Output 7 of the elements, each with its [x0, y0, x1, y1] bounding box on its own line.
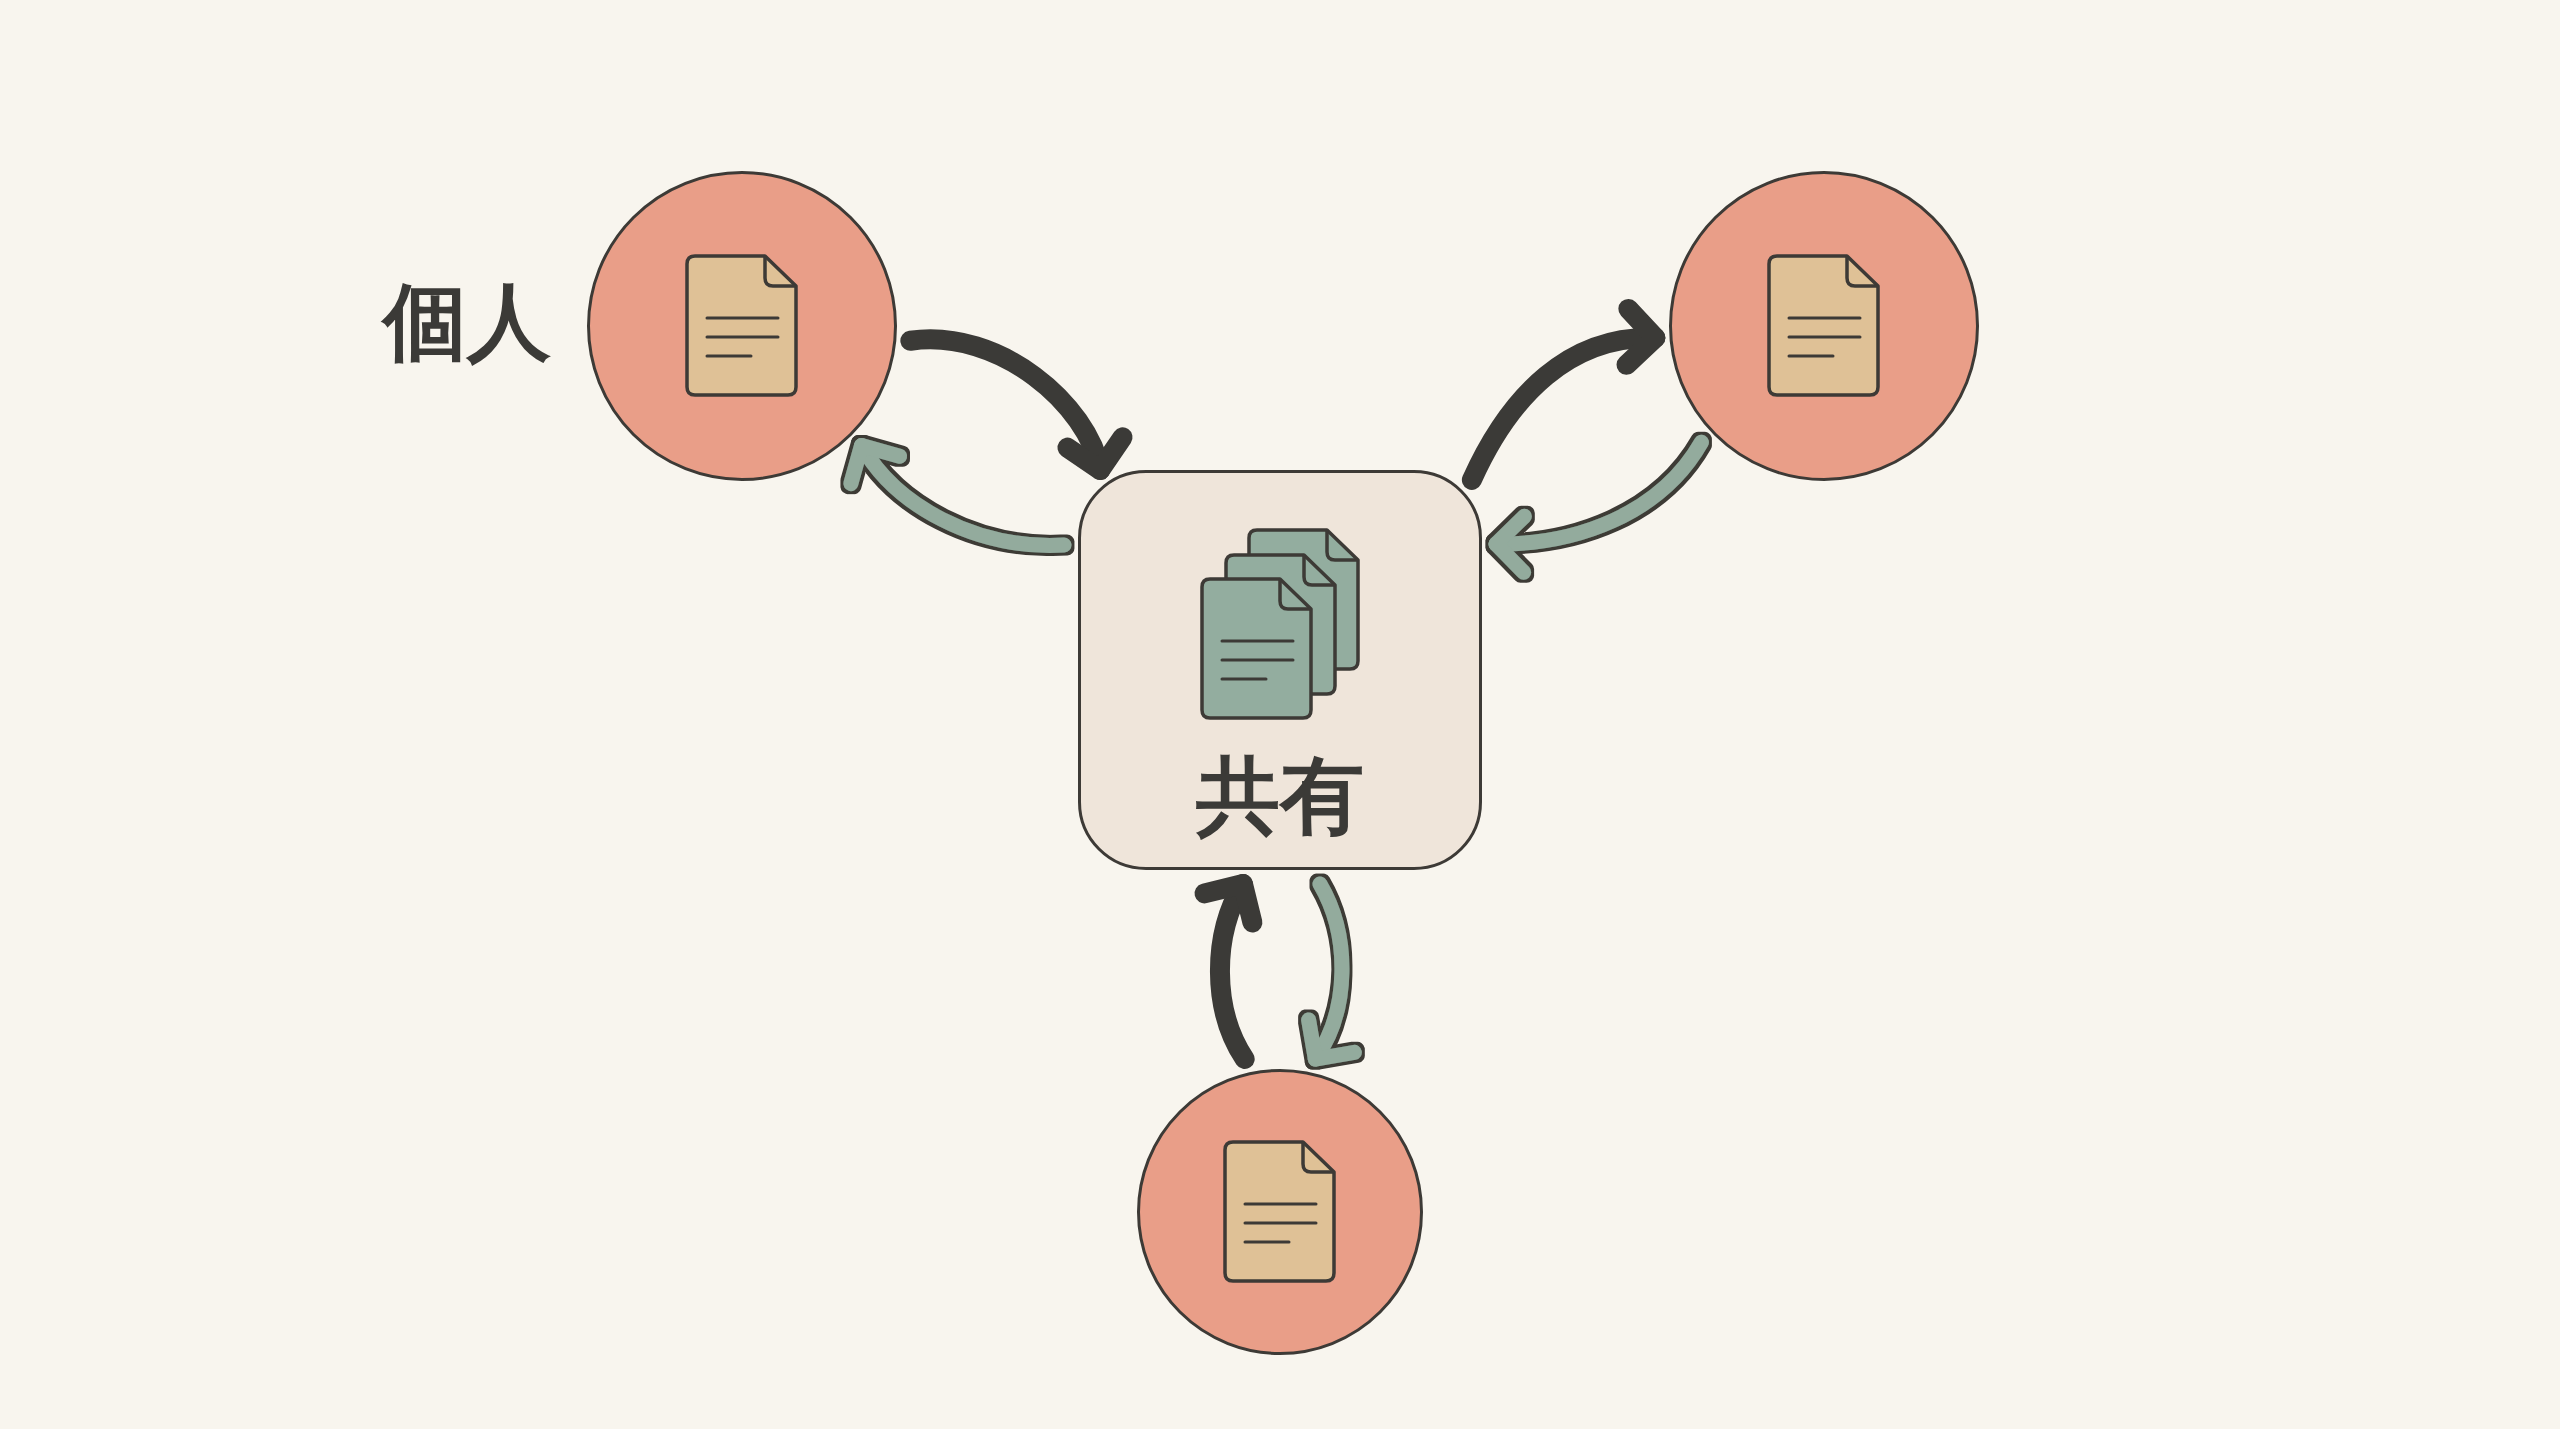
rounded-panel — [1078, 470, 1482, 870]
arrow — [1461, 300, 1666, 490]
arrow — [900, 329, 1130, 480]
side-label: 個人 — [382, 279, 551, 364]
node-label: 共有 — [1196, 753, 1364, 838]
arrow — [1298, 876, 1362, 1067]
arrow — [1195, 874, 1265, 1069]
